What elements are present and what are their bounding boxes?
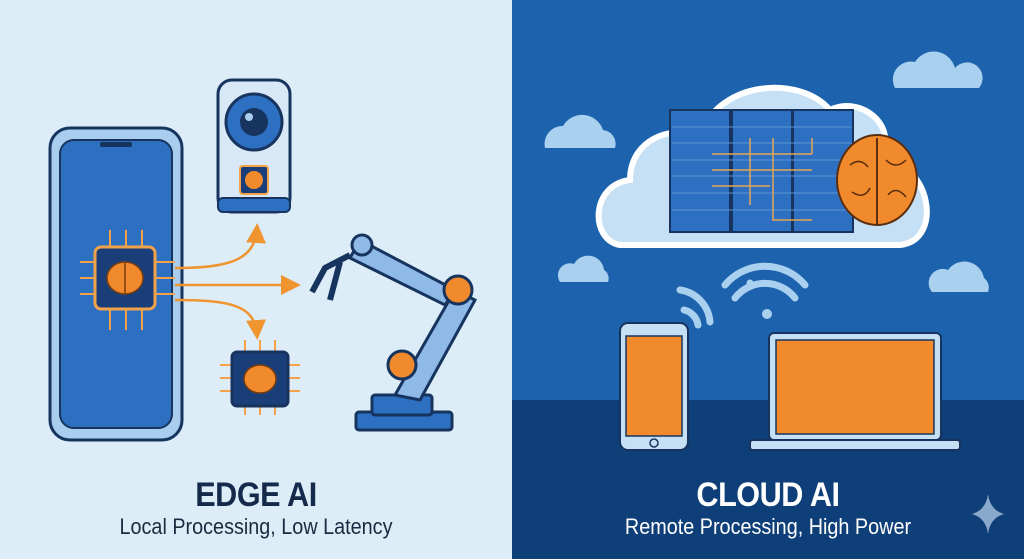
server-slots <box>672 126 852 211</box>
camera-icon <box>216 78 292 214</box>
cloud-ai-subtitle: Remote Processing, High Power <box>624 514 912 539</box>
wifi-dot <box>762 309 772 319</box>
data-flow-arrows <box>174 223 301 340</box>
server-rack-icon <box>669 109 854 233</box>
edge-ai-subtitle: Local Processing, Low Latency <box>119 514 393 539</box>
robot-arm-icon <box>309 233 478 432</box>
background-clouds <box>544 51 989 292</box>
server-connections <box>712 138 813 221</box>
wifi-icon <box>676 262 809 329</box>
tablet-icon <box>619 322 689 451</box>
sparkle-icon <box>972 494 1004 534</box>
laptop-icon <box>749 332 961 451</box>
brain-icon <box>836 134 918 226</box>
edge-ai-title: EDGE AI <box>195 476 317 514</box>
chip-icon <box>220 340 300 415</box>
chip-brain-icon <box>80 230 175 330</box>
cloud-ai-title: CLOUD AI <box>696 476 840 514</box>
